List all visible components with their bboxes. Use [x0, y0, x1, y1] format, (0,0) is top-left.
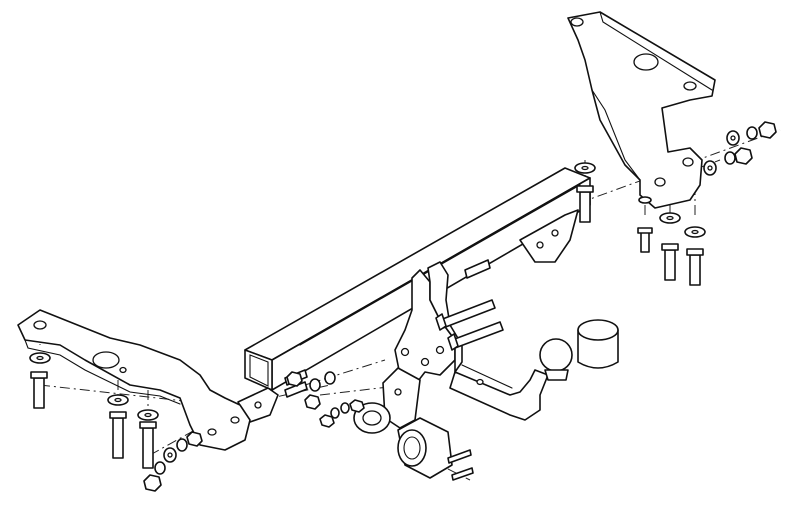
ball-cover-cap [577, 319, 619, 369]
washers [29, 126, 758, 475]
socket-plate [353, 367, 421, 434]
electrical-socket [397, 417, 453, 479]
tow-ball-neck [449, 364, 549, 421]
left-bracket [17, 309, 251, 451]
center-mount-plate [394, 261, 463, 386]
nuts [143, 121, 777, 492]
right-bracket [567, 11, 716, 209]
tow-ball [539, 338, 573, 381]
bolts [30, 185, 704, 481]
